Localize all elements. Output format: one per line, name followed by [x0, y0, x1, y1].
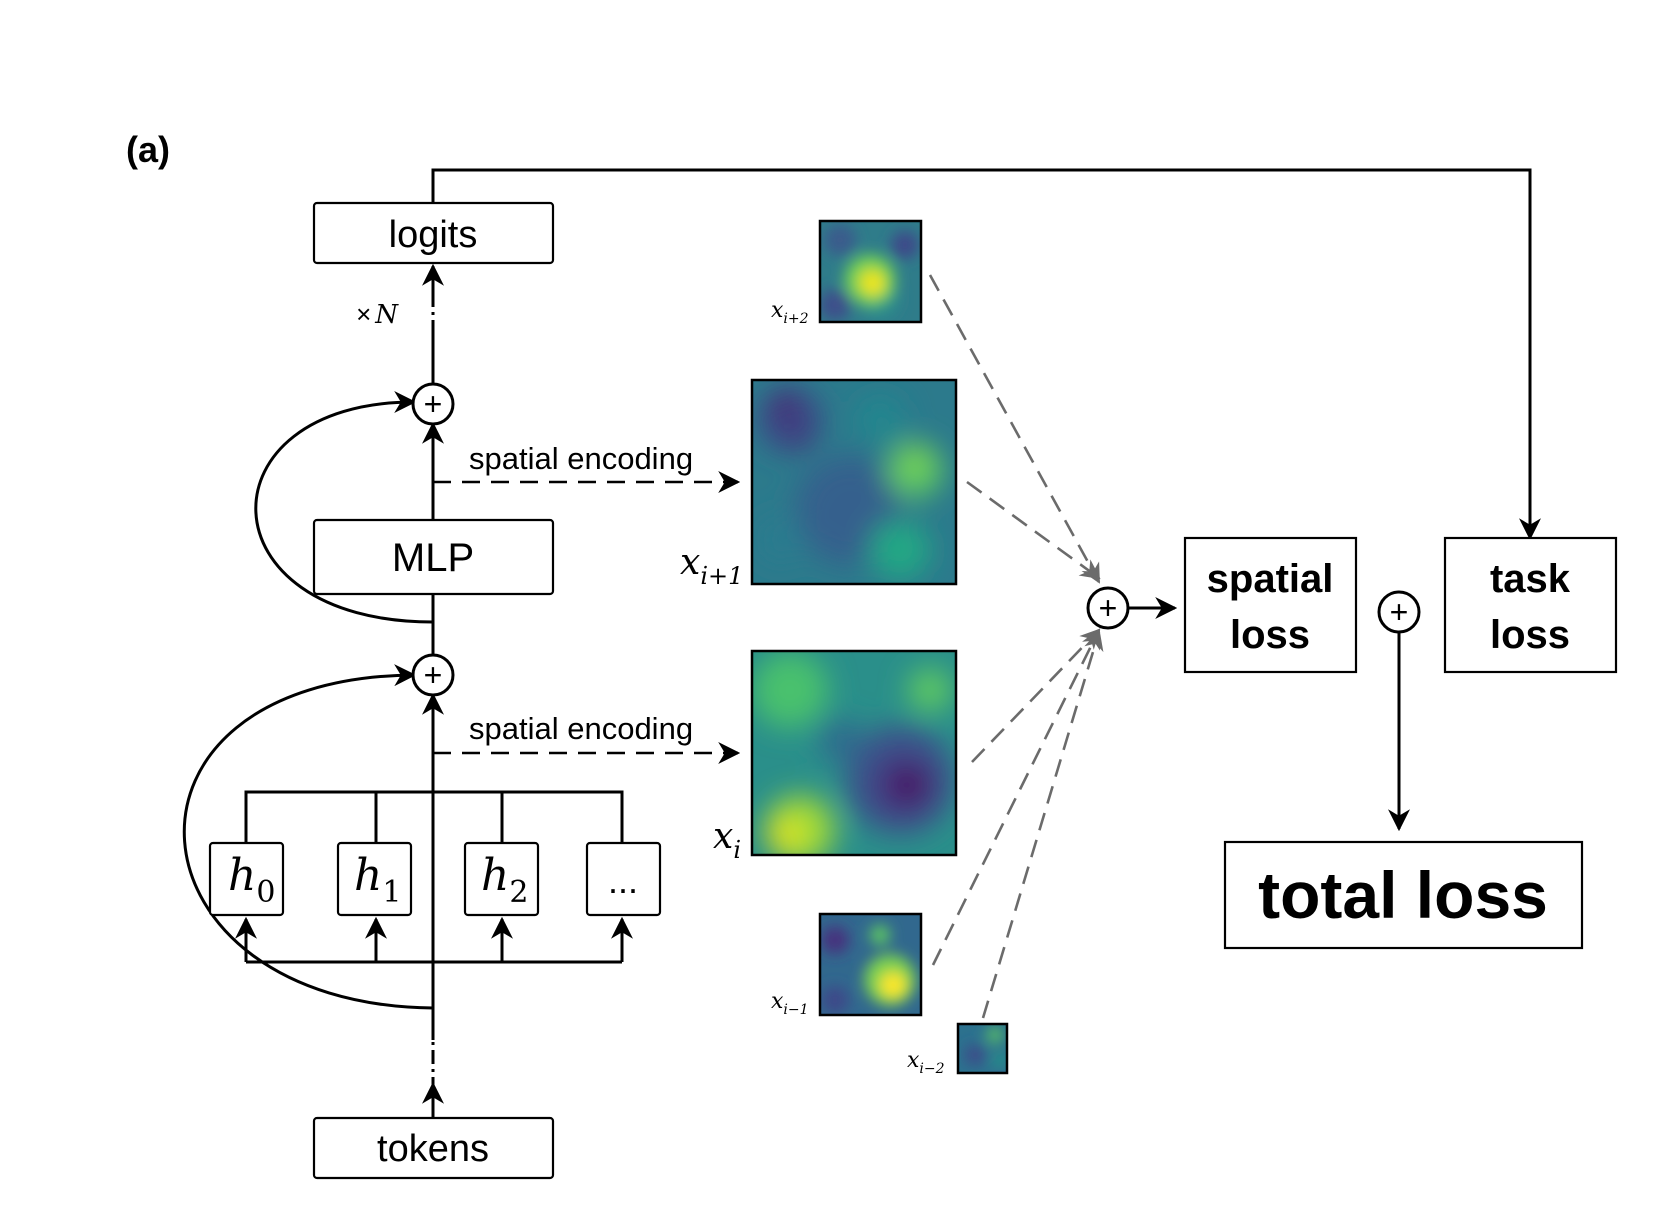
activation-map-x-i-minus-2: [956, 1022, 1009, 1075]
task-loss-box: [1443, 536, 1618, 674]
residual-add-top: +: [411, 382, 455, 426]
activation-map-x-i-minus-1: [818, 912, 923, 1017]
spatial-loss-box: [1183, 536, 1358, 674]
svg-text:+: +: [1390, 594, 1409, 630]
activation-map-x-i: [750, 649, 958, 857]
mlp-label: MLP: [392, 536, 474, 580]
spatial-loss-label-2: loss: [1230, 613, 1310, 657]
task-loss-label: task: [1490, 557, 1571, 601]
repeat-label: ×N: [356, 299, 399, 330]
logits-box: [312, 201, 555, 265]
total-loss-box: [1223, 840, 1584, 950]
spatial-encoding-label-bottom: spatial encoding: [469, 711, 693, 746]
map-label-x-i-minus-1: xi−1: [771, 989, 809, 1018]
attention-head-more: ...: [585, 841, 662, 917]
svg-text:...: ...: [608, 860, 638, 901]
svg-text:h0: h0: [228, 850, 275, 910]
map-label-x-i-plus-2: xi+2: [771, 298, 809, 327]
activation-map-x-i-plus-1: [750, 378, 958, 586]
residual-add-bottom: +: [411, 653, 455, 697]
svg-text:h1: h1: [354, 850, 401, 910]
svg-text:+: +: [424, 386, 443, 422]
map-label-x-i: xi: [713, 816, 741, 864]
loss-sum-node: +: [1377, 590, 1421, 634]
svg-text:h2: h2: [481, 850, 528, 910]
tokens-box: [312, 1116, 555, 1180]
map-label-x-i-plus-1: xi+1: [680, 542, 743, 590]
spatial-sum-node: +: [1086, 586, 1130, 630]
attention-head-0: h0: [208, 841, 285, 917]
task-loss-label-2: loss: [1490, 613, 1570, 657]
panel-label: (a): [126, 129, 170, 170]
logits-label: logits: [389, 214, 478, 256]
total-loss-label: total loss: [1258, 858, 1548, 932]
spatial-encoding-label-top: spatial encoding: [469, 441, 693, 476]
svg-text:+: +: [1099, 590, 1118, 626]
spatial-loss-label: spatial: [1207, 557, 1334, 601]
activation-map-x-i-plus-2: [818, 219, 923, 324]
mlp-box: [312, 518, 555, 596]
attention-head-2: h2: [463, 841, 540, 917]
tokens-label: tokens: [377, 1128, 489, 1170]
attention-head-1: h1: [336, 841, 413, 917]
map-label-x-i-minus-2: xi−2: [907, 1048, 945, 1077]
svg-text:+: +: [424, 657, 443, 693]
